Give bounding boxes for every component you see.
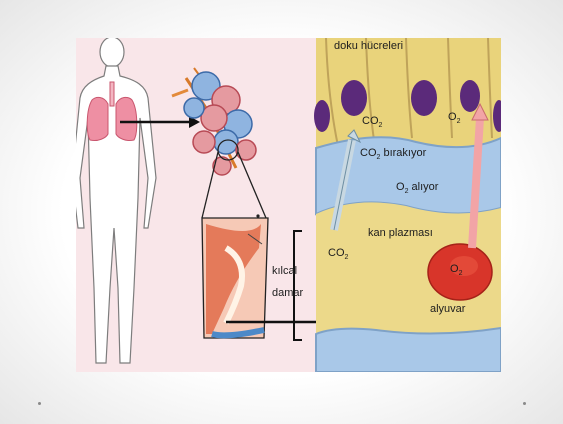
slide-dot-left <box>38 402 41 405</box>
nucleus <box>411 80 437 116</box>
capillary-label-1: kılcal <box>272 266 297 277</box>
capillary-icon <box>202 214 268 338</box>
o2-top-label: O2 <box>448 112 460 125</box>
o2-taking-label: O2 alıyor <box>396 182 438 195</box>
human-body-icon <box>76 38 156 363</box>
slide-dot-right <box>523 402 526 405</box>
o2-low-label: O2 <box>450 264 462 277</box>
capillary-bracket <box>294 231 302 340</box>
capillary-label-2: damar <box>272 288 303 299</box>
rbc-label: alyuvar <box>430 304 465 315</box>
co2-leaving-label: CO2 bırakıyor <box>360 148 426 161</box>
co2-top-label: CO2 <box>362 116 382 129</box>
plasma-label: kan plazması <box>368 228 433 239</box>
nucleus <box>460 80 480 112</box>
nucleus <box>341 80 367 116</box>
respiration-diagram: doku hücreleri CO2 O2 CO2 bırakıyor O2 a… <box>76 38 501 372</box>
co2-low-label: CO2 <box>328 248 348 261</box>
nucleus <box>314 100 330 132</box>
tissue-exchange-panel <box>314 38 501 372</box>
tissue-cells-label: doku hücreleri <box>334 41 403 52</box>
diagram-drawing <box>76 38 501 372</box>
